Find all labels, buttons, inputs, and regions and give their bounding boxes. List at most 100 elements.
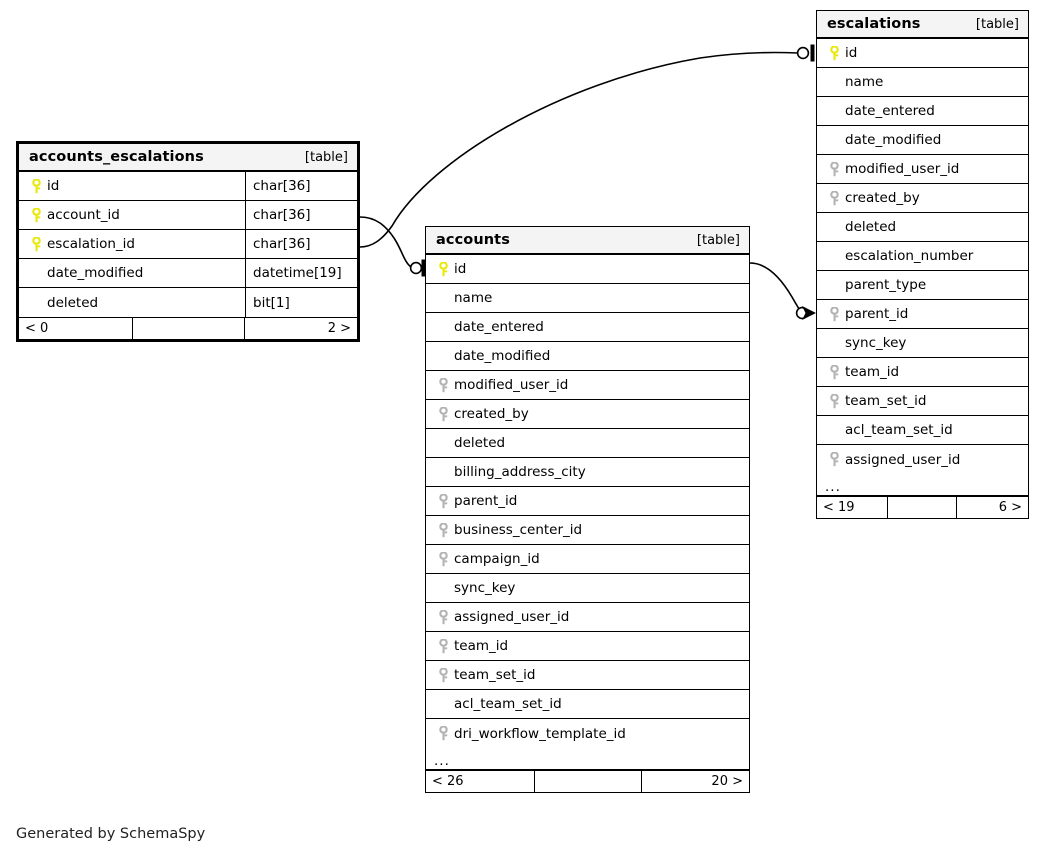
related-parents-count[interactable]: < 19 [823,500,855,515]
column-name-cell: acl_team_set_id [426,690,749,718]
column-row[interactable]: date_entered [426,313,749,342]
primary-key-icon [27,207,45,223]
column-name-cell: dri_workflow_template_id [426,719,749,748]
foreign-key-icon [825,364,843,380]
column-label: campaign_id [454,551,540,567]
column-row[interactable]: team_set_id [426,661,749,690]
column-row[interactable]: name [817,68,1028,97]
column-label: parent_type [845,277,927,293]
column-row[interactable]: team_set_id [817,387,1028,416]
generated-by-caption: Generated by SchemaSpy [16,826,206,842]
column-name-cell: team_id [817,358,1028,386]
column-name-cell: billing_address_city [426,458,749,486]
column-type-cell: bit[1] [245,288,357,317]
foreign-key-icon [434,522,452,538]
column-row[interactable]: escalation_number [817,242,1028,271]
column-row[interactable]: team_id [817,358,1028,387]
column-label: date_modified [845,132,942,148]
related-children-count[interactable]: 2 > [327,321,351,336]
cap-optional-circle [795,306,809,320]
column-name-cell: escalation_number [817,242,1028,270]
related-parents-count[interactable]: < 0 [25,321,49,336]
column-row[interactable]: acl_team_set_id [426,690,749,719]
column-row[interactable]: parent_id [817,300,1028,329]
column-type-cell: char[36] [245,201,357,229]
related-children-count[interactable]: 6 > [998,500,1022,515]
column-row[interactable]: account_id char[36] [19,201,357,230]
footer-middle-cell [887,497,957,518]
related-children-count[interactable]: 20 > [711,774,743,789]
column-label: business_center_id [454,522,583,538]
primary-key-icon [27,178,45,194]
column-row[interactable]: parent_type [817,271,1028,300]
column-row[interactable]: date_modified [426,342,749,371]
column-list: id name date_entered date_modified modified_… [426,255,749,748]
column-label: account_id [47,207,120,223]
column-row[interactable]: created_by [817,184,1028,213]
table-type-tag: [table] [975,16,1019,32]
foreign-key-icon [825,452,843,467]
column-name-cell: assigned_user_id [426,603,749,631]
column-name-cell: modified_user_id [426,371,749,399]
column-row[interactable]: created_by [426,400,749,429]
column-row[interactable]: acl_team_set_id [817,416,1028,445]
foreign-key-icon [825,393,843,409]
column-row[interactable]: modified_user_id [817,155,1028,184]
related-parents-count[interactable]: < 26 [432,774,464,789]
column-row[interactable]: date_entered [817,97,1028,126]
column-row[interactable]: parent_id [426,487,749,516]
column-row[interactable]: date_modified [817,126,1028,155]
column-row[interactable]: deleted [426,429,749,458]
column-label: team_set_id [454,667,536,683]
column-row[interactable]: dri_workflow_template_id [426,719,749,748]
column-name-cell: sync_key [817,329,1028,357]
column-name-cell: acl_team_set_id [817,416,1028,444]
column-row[interactable]: name [426,284,749,313]
column-name-cell: date_modified [19,259,245,287]
column-label: modified_user_id [845,161,960,177]
column-row[interactable]: modified_user_id [426,371,749,400]
column-row[interactable]: team_id [426,632,749,661]
column-name-cell: team_id [426,632,749,660]
column-name-cell: created_by [817,184,1028,212]
column-label: team_id [845,364,900,380]
column-label: deleted [47,294,99,311]
column-label: created_by [454,406,529,422]
relationship-accounts-escalations-to-escalations [359,44,815,248]
column-row[interactable]: id [817,39,1028,68]
column-name-cell: deleted [817,213,1028,241]
column-name-cell: deleted [19,288,245,317]
foreign-key-icon [434,638,452,654]
column-name-cell: team_set_id [426,661,749,689]
column-type-cell: char[36] [245,230,357,258]
column-label: sync_key [454,580,516,596]
column-row[interactable]: billing_address_city [426,458,749,487]
column-row[interactable]: deleted [817,213,1028,242]
column-name-cell: name [817,68,1028,96]
column-label: assigned_user_id [454,609,570,625]
primary-key-icon [27,236,45,252]
column-name-cell: name [426,284,749,312]
column-label: date_modified [454,348,551,364]
column-label: billing_address_city [454,464,586,480]
column-row[interactable]: id [426,255,749,284]
column-label: name [454,290,493,306]
column-name-cell: campaign_id [426,545,749,573]
column-row[interactable]: assigned_user_id [817,445,1028,474]
column-name-cell: deleted [426,429,749,457]
column-row[interactable]: sync_key [817,329,1028,358]
column-row[interactable]: deleted bit[1] [19,288,357,317]
column-row[interactable]: campaign_id [426,545,749,574]
column-label: date_entered [845,103,935,119]
column-row[interactable]: business_center_id [426,516,749,545]
column-row[interactable]: sync_key [426,574,749,603]
column-row[interactable]: assigned_user_id [426,603,749,632]
table-header-accounts_escalations: accounts_escalations[table] [19,144,357,172]
